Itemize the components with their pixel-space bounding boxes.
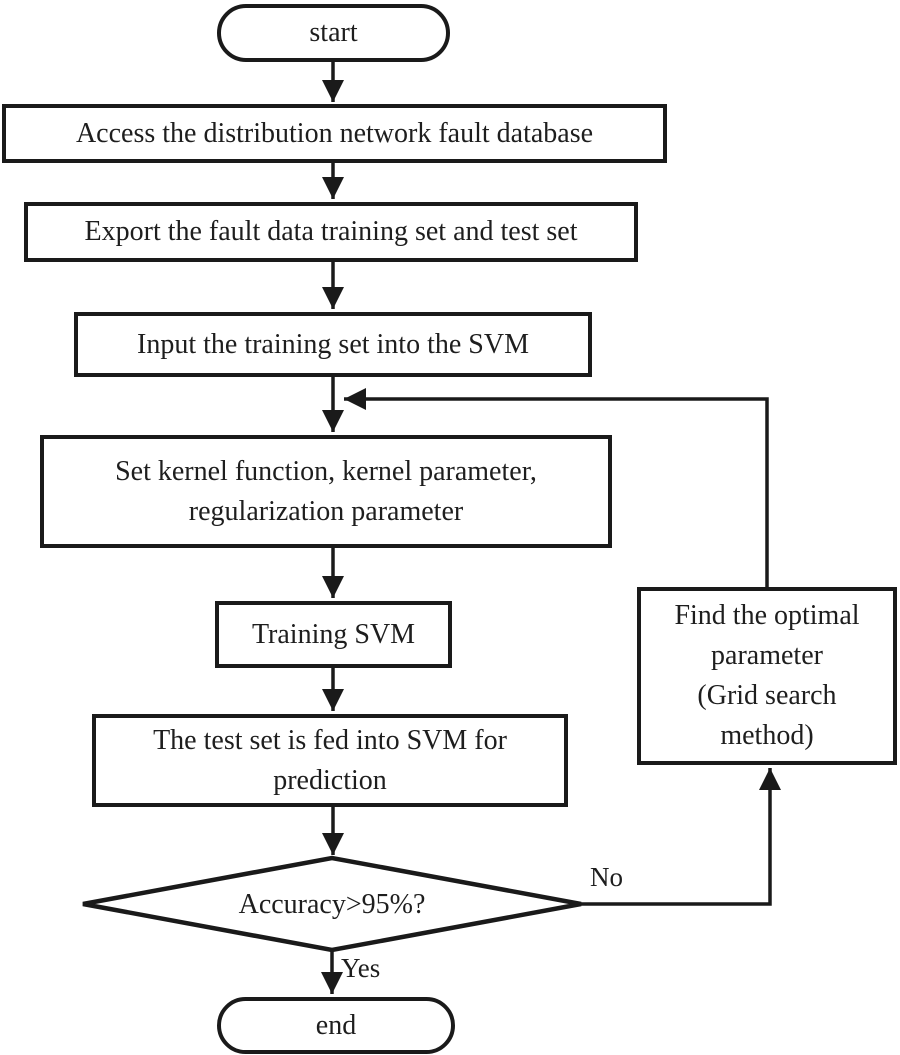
arrow-optimal-to-setkernel-loop [344, 388, 769, 587]
node-training-svm: Training SVM [215, 601, 452, 668]
node-start-label: start [309, 17, 358, 48]
node-set-kernel: Set kernel function, kernel parameter,re… [40, 435, 612, 548]
node-end: end [217, 997, 455, 1054]
node-access-database-label: Access the distribution network fault da… [75, 117, 594, 149]
node-training-svm-label: Training SVM [251, 618, 416, 650]
node-input-training-set: Input the training set into the SVM [74, 312, 592, 377]
decision-diamond [82, 855, 582, 953]
node-input-training-set-label: Input the training set into the SVM [137, 328, 529, 360]
arrow-decision-to-optimal-no [578, 768, 781, 906]
edge-label-no: No [590, 862, 623, 892]
node-export-data: Export the fault data training set and t… [24, 202, 638, 262]
node-end-label: end [315, 1009, 357, 1041]
node-start: start [217, 4, 450, 62]
node-access-database: Access the distribution network fault da… [2, 104, 667, 163]
edge-label-yes: Yes [341, 953, 381, 983]
decision-label: Accuracy>95%? [238, 889, 426, 920]
node-export-data-label: Export the fault data training set and t… [84, 216, 578, 247]
node-set-kernel-label: Set kernel function, kernel parameter,re… [115, 455, 537, 527]
